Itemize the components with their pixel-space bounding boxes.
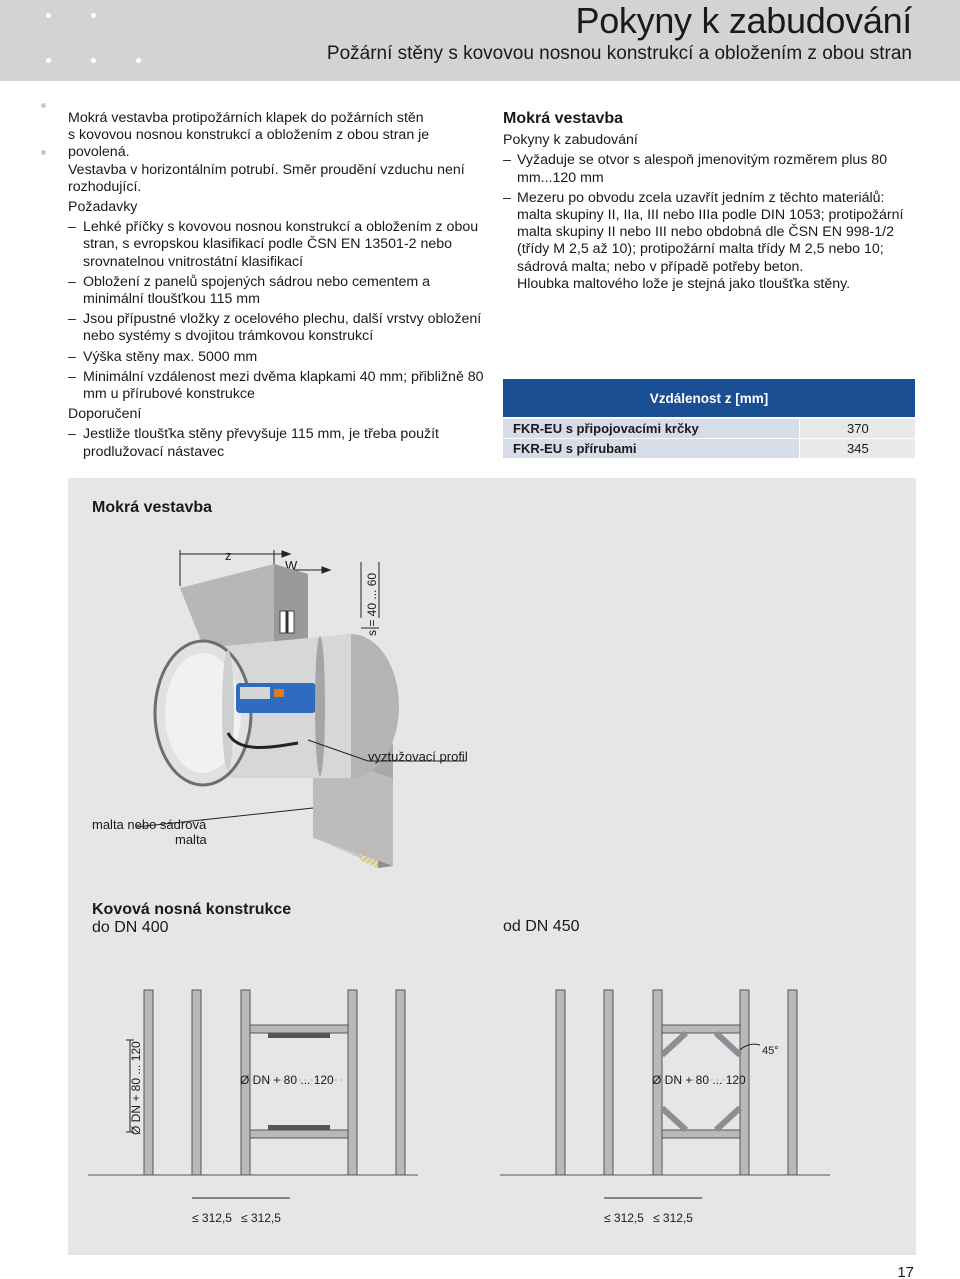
- section-subheading: Pokyny k zabudování: [503, 132, 638, 149]
- table-row: FKR-EU s připojovacími krčky 370: [503, 419, 915, 438]
- recommendation-list: Jestliže tloušťka stěny převyšuje 115 mm…: [68, 426, 488, 460]
- decorative-dot: [41, 103, 46, 108]
- dimension-lines: [179, 550, 380, 629]
- intro-line: Vestavba v horizontálním potrubí. Směr p…: [68, 161, 465, 178]
- page-subtitle: Požární stěny s kovovou nosnou konstrukc…: [326, 43, 912, 64]
- decorative-dot: [46, 13, 51, 18]
- distance-table: Vzdálenost z [mm] FKR-EU s připojovacími…: [503, 379, 915, 458]
- dim-label-vertical: Ø DN + 80 ... 120: [129, 1041, 143, 1135]
- frame-drawings: Ø DN + 80 ... 120 Ø DN + 80 ... 120 ≤ 31…: [88, 989, 830, 1225]
- list-item: Vyžaduje se otvor s alespoň jmenovitým r…: [503, 152, 923, 186]
- actuator-cable: [226, 732, 299, 749]
- dim-label-inner: Ø DN + 80 ... 120: [240, 1073, 334, 1087]
- page-header: Pokyny k zabudování Požární stěny s kovo…: [0, 0, 960, 81]
- intro-line: Mokrá vestavba protipožárních klapek do …: [68, 110, 424, 126]
- note-text: Hloubka maltového lože je stejná jako tl…: [517, 275, 851, 292]
- dim-label-bottom: ≤ 312,5: [241, 1211, 281, 1225]
- callout-mortar: malta nebo sádrová: [92, 817, 207, 832]
- list-item: Obložení z panelů spojených sádrou nebo …: [68, 274, 488, 308]
- frame-caption-left: do DN 400: [92, 919, 169, 936]
- requirements-list: Lehké příčky s kovovou nosnou konstrukcí…: [68, 219, 488, 403]
- section-heading: Mokrá vestavba: [503, 110, 624, 127]
- table-cell-label: FKR-EU s přírubami: [503, 439, 799, 458]
- figure-heading: Mokrá vestavba: [92, 499, 213, 516]
- intro-line: rozhodující.: [68, 178, 142, 195]
- callout-stiffening-profile: vyztužovací profil: [368, 749, 468, 764]
- list-item: Minimální vzdálenost mezi dvěma klapkami…: [68, 369, 488, 403]
- frame-right: 45° Ø DN + 80 ... 120 ≤ 312,5 ≤ 312,5: [500, 989, 830, 1225]
- list-item: Lehké příčky s kovovou nosnou konstrukcí…: [68, 219, 488, 271]
- damper-installation-illustration: z W s = 40 ... 60 vyztužovací profil mal…: [92, 548, 468, 868]
- page-number: 17: [897, 1264, 914, 1279]
- list-item: Mezeru po obvodu zcela uzavřít jedním z …: [503, 190, 923, 276]
- wet-install-column: Mokrá vestavba Pokyny k zabudování Vyžad…: [503, 110, 923, 293]
- requirements-label: Požadavky: [68, 199, 138, 216]
- intro-paragraph: Mokrá vestavba protipožárních klapek do …: [68, 110, 488, 196]
- frame-section-heading: Kovová nosná konstrukce do DN 400: [92, 901, 291, 937]
- table-row: FKR-EU s přírubami 345: [503, 439, 915, 458]
- table-header: Vzdálenost z [mm]: [503, 379, 915, 417]
- angle-label: 45°: [762, 1045, 779, 1057]
- dim-label-bottom: ≤ 312,5: [192, 1211, 232, 1225]
- dim-label-bottom: ≤ 312,5: [604, 1211, 644, 1225]
- recommendation-label: Doporučení: [68, 406, 142, 423]
- frame-heading: Kovová nosná konstrukce: [92, 901, 292, 918]
- requirements-column: Mokrá vestavba protipožárních klapek do …: [68, 110, 488, 461]
- frame-left: Ø DN + 80 ... 120 Ø DN + 80 ... 120 ≤ 31…: [88, 989, 418, 1225]
- wet-install-list: Vyžaduje se otvor s alespoň jmenovitým r…: [503, 152, 923, 275]
- dim-label-z: z: [225, 548, 232, 563]
- decorative-dot: [136, 58, 141, 63]
- decorative-dot: [46, 58, 51, 63]
- intro-line: povolená.: [68, 144, 130, 161]
- list-item: Výška stěny max. 5000 mm: [68, 349, 488, 366]
- intro-line: s kovovou nosnou konstrukcí a obložením …: [68, 127, 430, 144]
- decorative-dot: [91, 13, 96, 18]
- dim-label-s: s = 40 ... 60: [365, 573, 379, 636]
- table-cell-value: 370: [800, 419, 915, 438]
- decorative-dot: [91, 58, 96, 63]
- list-item: Jsou přípustné vložky z ocelového plechu…: [68, 311, 488, 345]
- table-cell-label: FKR-EU s připojovacími krčky: [503, 419, 799, 438]
- dim-label-bottom: ≤ 312,5: [653, 1211, 693, 1225]
- page-title: Pokyny k zabudování: [575, 0, 912, 41]
- table-cell-value: 345: [800, 439, 915, 458]
- dim-label-inner: Ø DN + 80 ... 120: [652, 1073, 746, 1087]
- list-item: Jestliže tloušťka stěny převyšuje 115 mm…: [68, 426, 488, 460]
- frame-caption-right: od DN 450: [503, 918, 580, 935]
- decorative-dot: [41, 150, 46, 155]
- callout-mortar-2: malta: [175, 832, 208, 847]
